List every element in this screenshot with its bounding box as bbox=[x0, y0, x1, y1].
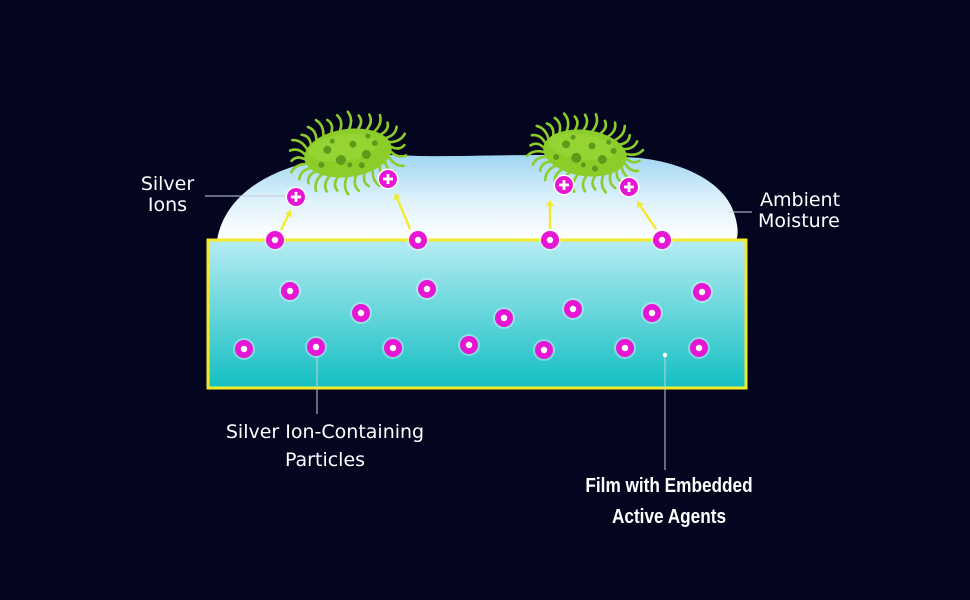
silver-particle-icon bbox=[688, 337, 710, 359]
ambient-moisture-label-line2: Moisture bbox=[758, 210, 840, 232]
film-label: Film with Embedded Active Agents bbox=[562, 471, 777, 533]
silver-particle-icon bbox=[458, 334, 480, 356]
film-label-line2: Active Agents bbox=[611, 506, 727, 528]
silver-particle-icon bbox=[562, 298, 584, 320]
silver-particle-icon bbox=[407, 229, 429, 251]
silver-particle-icon bbox=[382, 337, 404, 359]
film-label-line1: Film with Embedded bbox=[585, 475, 753, 497]
silver-particle-icon bbox=[279, 280, 301, 302]
silver-particle-icon bbox=[264, 229, 286, 251]
silver-particle-icon bbox=[416, 278, 438, 300]
particles-label-line1: Silver Ion-Containing bbox=[225, 421, 425, 443]
plus-ion-icon bbox=[377, 168, 399, 190]
silver-particle-icon bbox=[691, 281, 713, 303]
release-arrow bbox=[637, 201, 657, 230]
particles-label: Silver Ion-Containing Particles bbox=[200, 418, 450, 474]
plus-ion-icon bbox=[285, 186, 307, 208]
silver-particle-icon bbox=[493, 307, 515, 329]
silver-particle-icon bbox=[651, 229, 673, 251]
silver-particle-icon bbox=[539, 229, 561, 251]
silver-particle-icon bbox=[614, 337, 636, 359]
silver-particle-icon bbox=[350, 302, 372, 324]
release-arrow bbox=[546, 200, 554, 229]
silver-particle-icon bbox=[233, 338, 255, 360]
ambient-moisture-label-line1: Ambient bbox=[760, 189, 841, 211]
ambient-moisture-label: Ambient Moisture bbox=[758, 190, 840, 232]
release-arrow bbox=[393, 193, 412, 230]
release-arrow bbox=[279, 210, 292, 231]
film-leader-dot bbox=[662, 352, 668, 358]
silver-ions-label-line1: Silver bbox=[140, 173, 195, 195]
silver-particle-icon bbox=[641, 302, 663, 324]
plus-ion-icon bbox=[618, 176, 640, 198]
plus-ion-icon bbox=[553, 174, 575, 196]
silver-ions-label-line2: Ions bbox=[147, 194, 188, 216]
silver-particle-icon bbox=[533, 339, 555, 361]
bacterium-icon bbox=[525, 112, 645, 194]
silver-ions-label: Silver Ions bbox=[130, 174, 205, 216]
silver-particle-icon bbox=[305, 336, 327, 358]
particles-label-line2: Particles bbox=[284, 449, 366, 471]
